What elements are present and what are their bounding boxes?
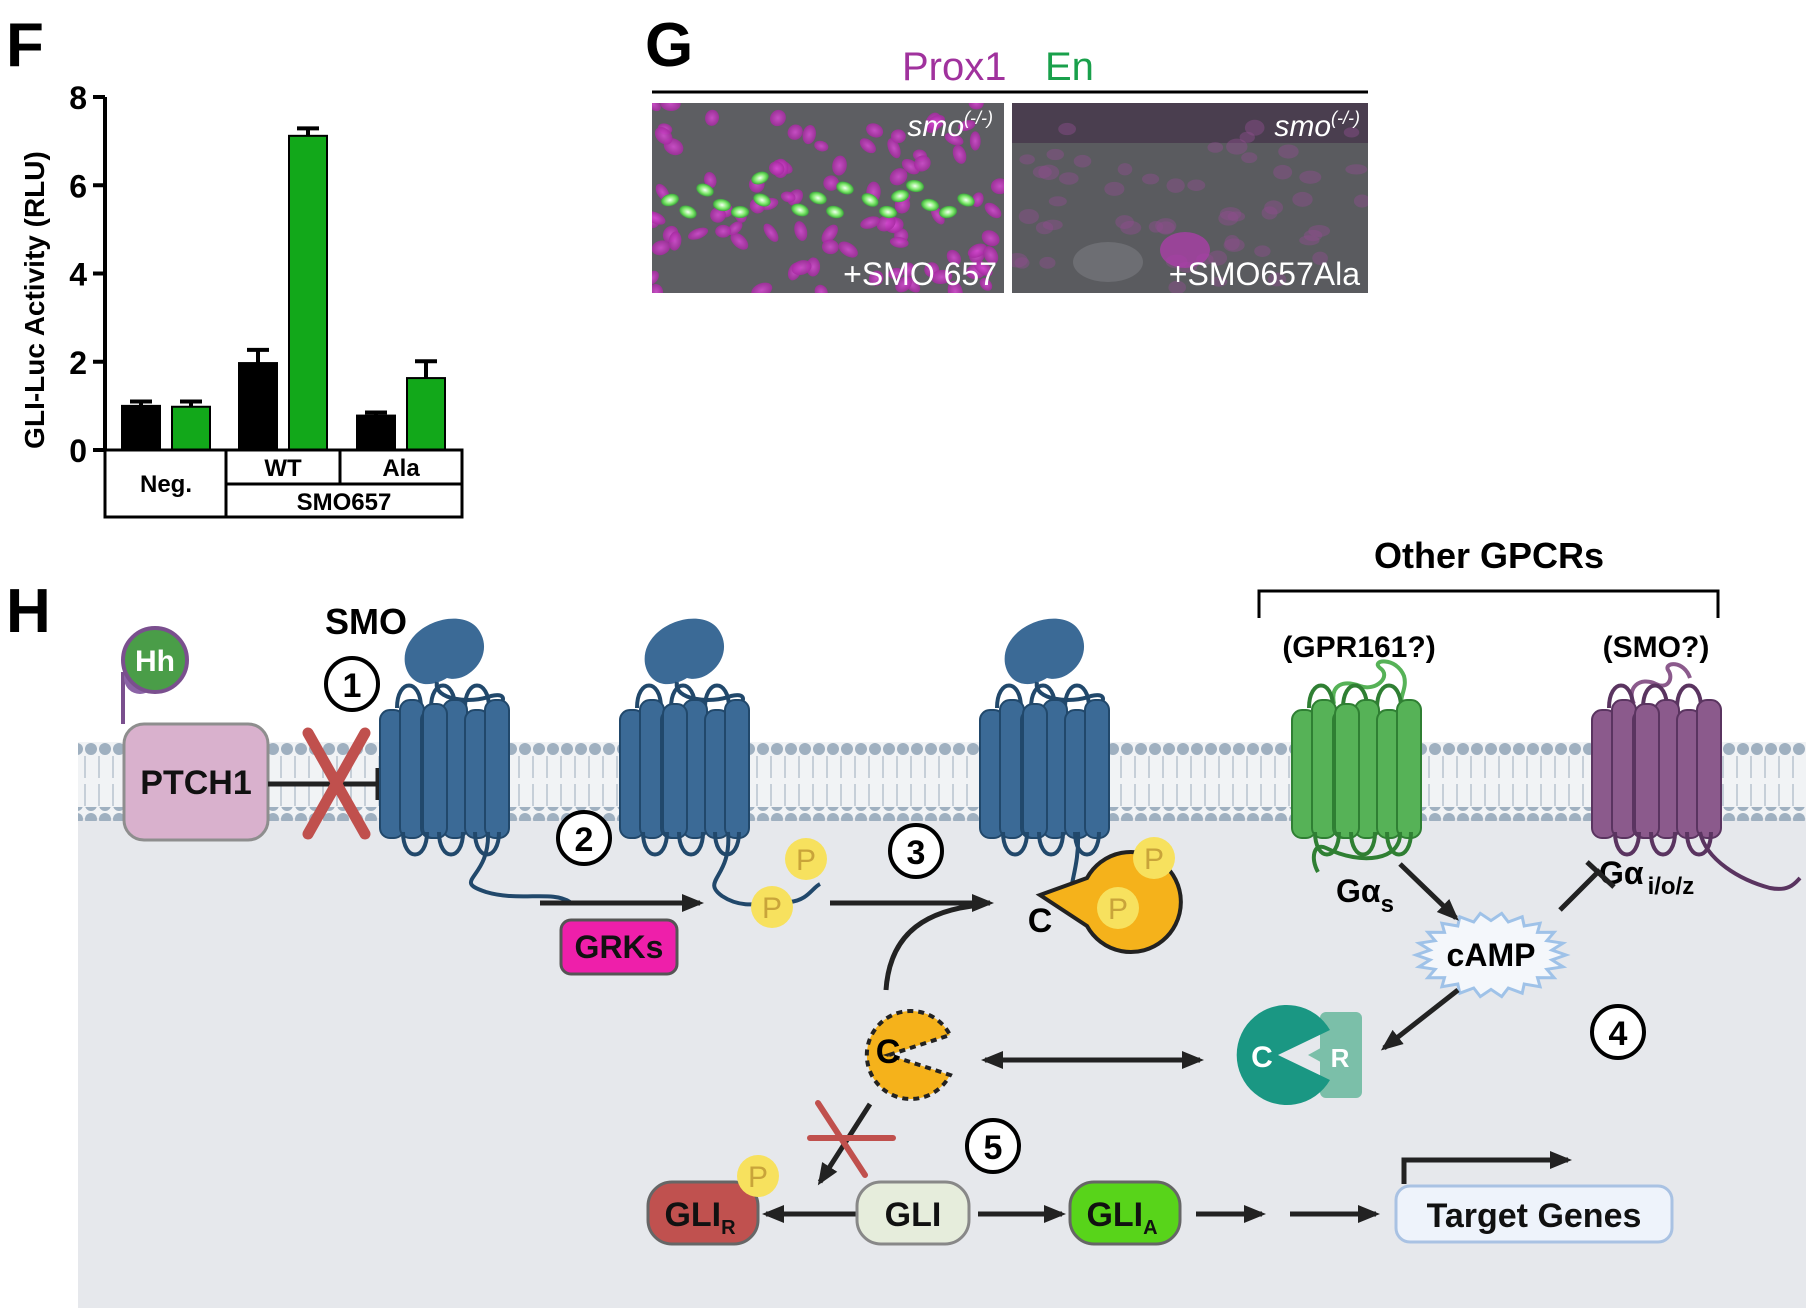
svg-text:GLIA: GLIA [1086, 1196, 1157, 1239]
svg-text:P: P [762, 892, 782, 925]
svg-text:Target Genes: Target Genes [1427, 1197, 1642, 1235]
step-5: 5 [965, 1118, 1021, 1174]
svg-text:1: 1 [343, 667, 362, 705]
ptch1-label: PTCH1 [140, 764, 251, 802]
hh-label: Hh [135, 645, 175, 678]
svg-text:GLIR: GLIR [664, 1196, 736, 1239]
category-label: WT [264, 455, 302, 482]
grks-kinase [559, 918, 679, 976]
svg-text:C: C [1028, 902, 1053, 940]
svg-text:smo(-/-): smo(-/-) [907, 108, 993, 143]
step-4: 4 [1590, 1004, 1646, 1060]
galpha-s: Gαs [1336, 873, 1394, 918]
pka-catalytic-free: C [864, 1009, 953, 1101]
svg-text:P: P [1144, 843, 1164, 876]
blocked-inhibition-x [302, 727, 371, 840]
y-ticks: 0 2 4 6 8 [69, 80, 105, 469]
hh-ligand [121, 626, 189, 694]
svg-text:P: P [1108, 893, 1128, 926]
y-axis-label: GLI-Luc Activity (RLU) [19, 151, 50, 449]
phospho-site: P [785, 838, 827, 880]
micrograph-smo657ala: smo(-/-) +SMO657Ala [1012, 103, 1368, 293]
smo-q-label: (SMO?) [1603, 631, 1710, 664]
legend-en: En [1045, 45, 1094, 89]
panel-label-h: H [6, 577, 51, 646]
panel-label-g: G [645, 11, 693, 80]
other-gpcrs-label: Other GPCRs [1374, 535, 1604, 576]
genotype-label: smo [907, 110, 964, 143]
svg-text:smo(-/-): smo(-/-) [1274, 108, 1360, 143]
svg-text:GLI: GLI [885, 1196, 942, 1234]
phospho-site: P [1097, 887, 1139, 929]
svg-text:P: P [748, 1161, 768, 1194]
gli: GLI [855, 1180, 971, 1246]
smo-receptor-inactive [379, 618, 572, 904]
svg-text:R: R [1331, 1043, 1350, 1073]
blocked-arrow-x [807, 1100, 896, 1178]
gi-coupled-receptor [1591, 662, 1802, 891]
pka-holoenzyme: C R [1236, 1005, 1362, 1105]
svg-text:4: 4 [1609, 1015, 1628, 1053]
target-genes: Target Genes [1394, 1184, 1674, 1244]
bar [288, 134, 328, 452]
genotype-label: smo [1274, 110, 1331, 143]
construct-label: +SMO 657 [843, 256, 997, 292]
smo-receptor-pka-bound [979, 618, 1142, 911]
svg-text:2: 2 [575, 821, 594, 859]
category-label: Ala [382, 455, 420, 482]
svg-text:3: 3 [907, 834, 926, 872]
y-tick-label: 0 [69, 433, 87, 469]
svg-text:5: 5 [984, 1129, 1003, 1167]
y-tick-label: 2 [69, 345, 87, 381]
bar [406, 377, 446, 452]
micrograph-smo657: smo(-/-) +SMO 657 [652, 103, 1004, 293]
panel-label-f: F [6, 11, 44, 80]
genotype-superscript: (-/-) [964, 108, 993, 128]
construct-label: +SMO657Ala [1169, 256, 1360, 292]
bar-chart: GLI-Luc Activity (RLU) 0 2 4 6 8 Neg. WT Ala… [19, 80, 464, 519]
smo-receptor-phosphorylated [619, 618, 822, 907]
bars [121, 126, 446, 452]
phospho-site: P [1133, 837, 1175, 879]
genotype-superscript: (-/-) [1331, 108, 1360, 128]
phospho-site: P [751, 886, 793, 928]
bar [121, 404, 161, 451]
legend-prox1: Prox1 [902, 45, 1007, 89]
smo-label: SMO [325, 601, 407, 642]
y-tick-label: 8 [69, 80, 87, 116]
grks-label: GRKs [575, 929, 664, 965]
gpr161-receptor [1291, 659, 1422, 873]
step-3: 3 [888, 823, 944, 879]
svg-text:C: C [1251, 1041, 1273, 1074]
bar [238, 362, 278, 452]
svg-text:C: C [876, 1033, 901, 1071]
step-2: 2 [556, 810, 612, 866]
gpr161-label: (GPR161?) [1282, 631, 1435, 664]
svg-text:cAMP: cAMP [1447, 937, 1536, 973]
svg-text:P: P [796, 844, 816, 877]
gli-activator: GLIA [1068, 1180, 1182, 1246]
bar [356, 414, 396, 451]
category-label: Neg. [140, 471, 192, 498]
bar [171, 405, 211, 452]
step-1: 1 [324, 656, 380, 712]
camp-burst: cAMP [1411, 911, 1571, 999]
phospho-site: P [737, 1155, 779, 1197]
y-tick-label: 6 [69, 168, 87, 204]
gli-repressor: GLIR [646, 1180, 760, 1246]
group-label: SMO657 [297, 489, 392, 516]
y-tick-label: 4 [69, 257, 87, 293]
